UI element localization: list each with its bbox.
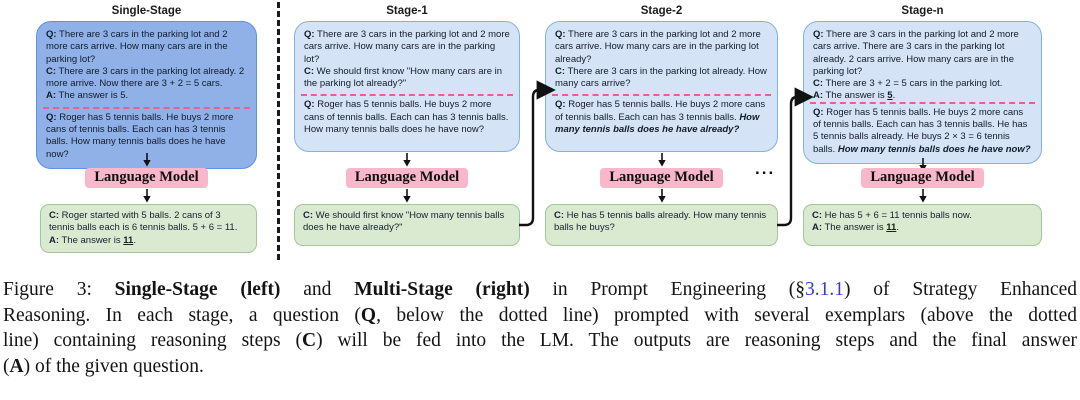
- target-question-text: Q: Roger has 5 tennis balls. He buys 2 m…: [555, 99, 766, 136]
- down-arrow-icon: [403, 189, 411, 203]
- exemplar-chain-text: C: We should first know "How many cars a…: [304, 65, 503, 90]
- down-arrow-icon: [142, 153, 151, 167]
- dashed-separator: [552, 94, 771, 97]
- single-multi-divider-line: [277, 2, 280, 260]
- column-stage-2: Stage-2 Q: There are 3 cars in the parki…: [545, 0, 778, 262]
- column-stage-1: Stage-1 Q: There are 3 cars in the parki…: [294, 0, 520, 262]
- column-stage-n: Stage-n Q: There are 3 cars in the parki…: [803, 0, 1042, 262]
- stage-connector-arrow: [519, 80, 556, 227]
- output-answer-text: A: The answer is 11.: [812, 222, 899, 234]
- target-question-text: Q: Roger has 5 tennis balls. He buys 2 m…: [304, 99, 509, 136]
- exemplar-question-text: Q: There are 3 cars in the parking lot a…: [46, 29, 228, 65]
- dashed-separator: [810, 101, 1035, 104]
- caption-line: (A) of the given question.: [3, 355, 204, 377]
- exemplar-chain-text: C: There are 3 cars in the parking lot a…: [555, 65, 767, 90]
- caption-line: Figure 3: Single-Stage (left) and Multi-…: [3, 279, 1077, 300]
- exemplar-answer-text: A: The answer is 5.: [813, 90, 896, 102]
- column-title: Stage-n: [901, 5, 944, 17]
- section-link[interactable]: 3.1.1: [805, 279, 845, 300]
- output-chain-text: C: We should first know "How many tennis…: [303, 210, 505, 234]
- exemplar-question-text: Q: There are 3 cars in the parking lot a…: [555, 29, 761, 65]
- column-single-stage: Single-Stage Q: There are 3 cars in the …: [36, 0, 257, 262]
- exemplar-answer-text: A: The answer is 5.: [46, 90, 129, 102]
- exemplar-chain-text: C: There are 3 cars in the parking lot a…: [46, 65, 245, 90]
- output-box: C: Roger started with 5 balls. 2 cans of…: [40, 204, 257, 253]
- prompt-box: Q: There are 3 cars in the parking lot a…: [294, 21, 520, 152]
- output-chain-text: C: He has 5 + 6 = 11 tennis balls now.: [812, 210, 972, 221]
- output-box: C: He has 5 + 6 = 11 tennis balls now. A…: [803, 204, 1042, 246]
- output-chain-text: C: He has 5 tennis balls already. How ma…: [554, 210, 767, 234]
- output-answer-text: A: The answer is 11.: [49, 234, 136, 246]
- caption-line: Reasoning. In each stage, a question (Q,…: [3, 304, 1077, 326]
- exemplar-question-text: Q: There are 3 cars in the parking lot a…: [304, 29, 510, 65]
- language-model-wrap: Language Model: [36, 168, 257, 188]
- language-model-box: Language Model: [345, 168, 469, 188]
- output-box: C: We should first know "How many tennis…: [294, 204, 520, 246]
- dashed-separator: [43, 106, 250, 109]
- exemplar-chain-text: C: There are 3 + 2 = 5 cars in the parki…: [813, 78, 1003, 90]
- target-question-text: Q: Roger has 5 tennis balls. He buys 2 m…: [813, 106, 1031, 155]
- target-question-text: Q: Roger has 5 tennis balls. He buys 2 m…: [46, 111, 234, 160]
- column-title: Stage-1: [386, 5, 428, 17]
- output-chain-text: C: Roger started with 5 balls. 2 cans of…: [49, 210, 238, 234]
- stage-connector-arrow: [777, 87, 814, 227]
- language-model-wrap: Language Model: [294, 168, 520, 188]
- output-box: C: He has 5 tennis balls already. How ma…: [545, 204, 778, 246]
- exemplar-question-text: Q: There are 3 cars in the parking lot a…: [813, 29, 1019, 77]
- prompt-box: Q: There are 3 cars in the parking lot a…: [803, 21, 1042, 164]
- prompt-box: Q: There are 3 cars in the parking lot a…: [36, 21, 257, 169]
- down-arrow-icon: [403, 153, 411, 167]
- dashed-separator: [301, 94, 513, 97]
- language-model-box: Language Model: [85, 168, 208, 188]
- column-title: Stage-2: [640, 5, 683, 17]
- language-model-wrap: Language Model: [803, 168, 1042, 188]
- language-model-wrap: Language Model: [545, 168, 778, 188]
- down-arrow-icon: [918, 189, 927, 203]
- language-model-box: Language Model: [861, 168, 984, 188]
- prompt-box: Q: There are 3 cars in the parking lot a…: [545, 21, 778, 152]
- language-model-box: Language Model: [600, 168, 723, 188]
- stages-ellipsis: ...: [755, 159, 776, 178]
- column-title: Single-Stage: [111, 5, 182, 17]
- down-arrow-icon: [657, 153, 666, 167]
- caption-line: line) containing reasoning steps (C) wil…: [3, 330, 1078, 351]
- down-arrow-icon: [657, 189, 666, 203]
- down-arrow-icon: [142, 189, 151, 203]
- figure-caption: Figure 3: Single-Stage (left) and Multi-…: [3, 277, 1077, 379]
